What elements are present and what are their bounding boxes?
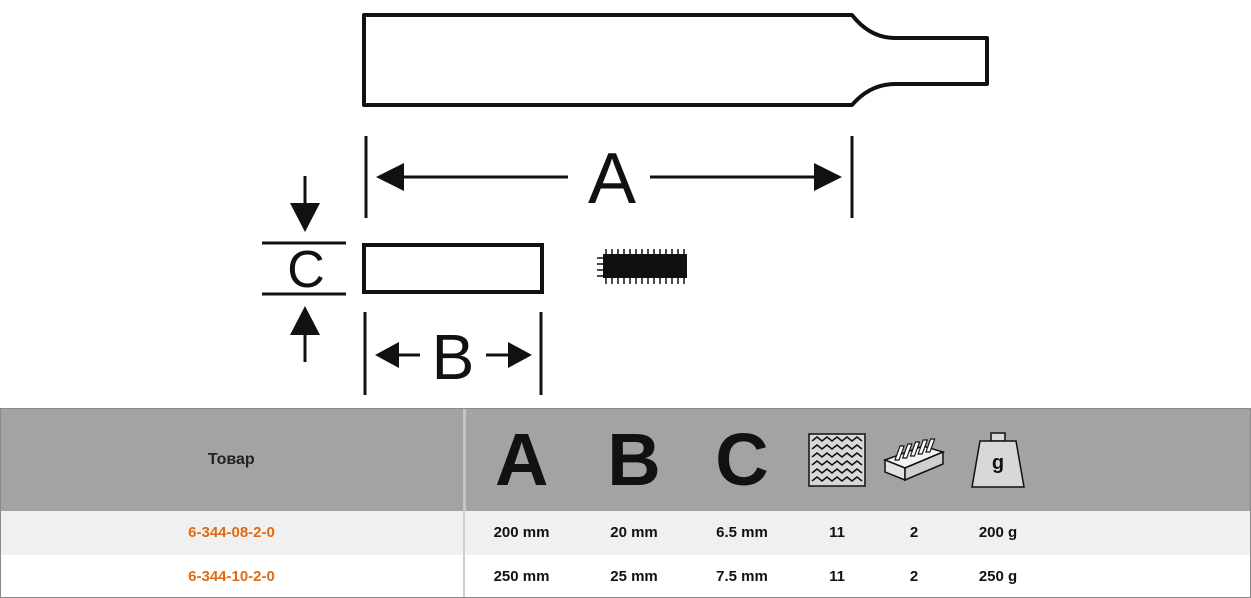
cell-spacer bbox=[1048, 554, 1251, 598]
cell-c: 7.5 mm bbox=[690, 554, 794, 598]
cell-cut: 11 bbox=[794, 511, 880, 555]
header-product: Товар bbox=[0, 408, 466, 511]
cell-pack: 2 bbox=[880, 511, 948, 555]
weight-icon: g bbox=[971, 431, 1025, 488]
header-c-label: C bbox=[715, 417, 769, 501]
header-a-label: A bbox=[495, 417, 549, 501]
cell-product: 6-344-08-2-0 bbox=[0, 511, 465, 555]
header-b-label: B bbox=[607, 417, 661, 501]
cut-teeth-icon bbox=[808, 432, 866, 487]
weight-symbol: g bbox=[992, 452, 1004, 474]
file-outline bbox=[362, 13, 989, 107]
dimension-c: C bbox=[262, 176, 346, 362]
cell-spacer bbox=[1048, 511, 1251, 555]
label-c: C bbox=[287, 241, 325, 299]
header-b: B bbox=[578, 408, 690, 511]
cell-weight: 250 g bbox=[948, 554, 1048, 598]
cell-cut: 11 bbox=[794, 554, 880, 598]
cell-pack: 2 bbox=[880, 554, 948, 598]
dimension-a: A bbox=[364, 136, 854, 219]
cell-weight: 200 g bbox=[948, 511, 1048, 555]
cell-b: 25 mm bbox=[578, 554, 690, 598]
cell-a: 200 mm bbox=[464, 511, 578, 555]
table-row: 6-344-08-2-0 200 mm 20 mm 6.5 mm 11 2 20… bbox=[0, 511, 1251, 555]
cell-b: 20 mm bbox=[578, 511, 690, 555]
cell-a: 250 mm bbox=[464, 554, 578, 598]
header-pack bbox=[880, 408, 948, 511]
table-row: 6-344-10-2-0 250 mm 25 mm 7.5 mm 11 2 25… bbox=[0, 554, 1251, 598]
header-c: C bbox=[690, 408, 794, 511]
cross-section bbox=[362, 243, 544, 294]
header-spacer bbox=[1048, 408, 1251, 511]
header-product-label: Товар bbox=[207, 450, 255, 468]
header-a: A bbox=[464, 408, 578, 511]
header-weight: g bbox=[948, 408, 1048, 511]
label-b: B bbox=[432, 321, 475, 393]
dimension-b: B bbox=[363, 312, 543, 395]
header-cut bbox=[794, 408, 880, 511]
cell-product: 6-344-10-2-0 bbox=[0, 554, 465, 598]
label-a: A bbox=[588, 139, 636, 219]
table-header-row: Товар A B C bbox=[0, 408, 1251, 511]
product-link[interactable]: 6-344-08-2-0 bbox=[188, 524, 275, 542]
spec-table: Товар A B C bbox=[0, 408, 1251, 598]
cell-c: 6.5 mm bbox=[690, 511, 794, 555]
file-dimension-diagram: A C B bbox=[262, 13, 989, 395]
package-quantity-icon bbox=[883, 437, 945, 481]
product-link[interactable]: 6-344-10-2-0 bbox=[188, 567, 275, 585]
double-cut-swatch bbox=[597, 249, 687, 284]
